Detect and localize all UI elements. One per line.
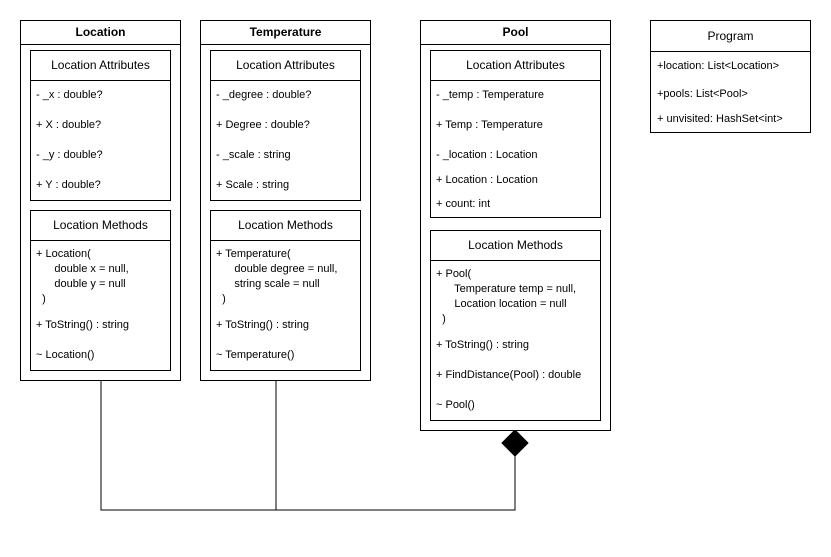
pool-method: Location location = null: [436, 298, 567, 310]
pool-methods-box: Location Methods + Pool( Temperature tem…: [430, 230, 601, 421]
temperature-method: ): [216, 293, 226, 305]
temperature-method: double degree = null,: [216, 263, 338, 275]
location-connector-line: [100, 380, 516, 511]
location-method: ~ Location(): [36, 349, 95, 361]
pool-methods-header: Location Methods: [431, 231, 600, 261]
temperature-methods-box: Location Methods + Temperature( double d…: [210, 210, 361, 371]
temperature-attributes-box: Location Attributes - _degree : double? …: [210, 50, 361, 201]
location-attributes-header: Location Attributes: [31, 51, 170, 81]
temperature-attributes-header: Location Attributes: [211, 51, 360, 81]
location-method: ): [36, 293, 46, 305]
pool-attribute: - _temp : Temperature: [436, 89, 545, 101]
pool-method: + Pool(: [436, 268, 472, 280]
location-method: double x = null,: [36, 263, 129, 275]
pool-method: + FindDistance(Pool) : double: [436, 369, 582, 381]
pool-class: Pool Location Attributes - _temp : Tempe…: [420, 20, 611, 431]
pool-method: + ToString() : string: [436, 339, 530, 351]
program-class-title: Program: [651, 21, 810, 52]
location-attribute: - _x : double?: [36, 89, 103, 101]
pool-attribute: - _location : Location: [436, 149, 538, 161]
location-attribute: - _y : double?: [36, 149, 103, 161]
temperature-attribute: - _degree : double?: [216, 89, 312, 101]
temperature-method: ~ Temperature(): [216, 349, 295, 361]
program-field: +pools: List<Pool>: [657, 88, 748, 100]
pool-attributes-box: Location Attributes - _temp : Temperatur…: [430, 50, 601, 218]
location-attribute: + X : double?: [36, 119, 102, 131]
location-methods-box: Location Methods + Location( double x = …: [30, 210, 171, 371]
temperature-method: + Temperature(: [216, 248, 291, 260]
location-attribute: + Y : double?: [36, 179, 101, 191]
program-field: +location: List<Location>: [657, 60, 780, 72]
temperature-method: string scale = null: [216, 278, 320, 290]
location-attributes-box: Location Attributes - _x : double? + X :…: [30, 50, 171, 201]
temperature-attribute: - _scale : string: [216, 149, 291, 161]
location-methods-header: Location Methods: [31, 211, 170, 241]
pool-attribute: + Temp : Temperature: [436, 119, 543, 131]
pool-method: ~ Pool(): [436, 399, 475, 411]
pool-attribute: + count: int: [436, 198, 491, 210]
location-method: double y = null: [36, 278, 126, 290]
temperature-class: Temperature Location Attributes - _degre…: [200, 20, 371, 381]
location-class: Location Location Attributes - _x : doub…: [20, 20, 181, 381]
temperature-method: + ToString() : string: [216, 319, 310, 331]
program-class: Program +location: List<Location> +pools…: [650, 20, 811, 133]
pool-class-title: Pool: [421, 21, 610, 45]
temperature-class-title: Temperature: [201, 21, 370, 45]
temperature-attribute: + Scale : string: [216, 179, 290, 191]
temperature-attribute: + Degree : double?: [216, 119, 310, 131]
temperature-methods-header: Location Methods: [211, 211, 360, 241]
program-field: + unvisited: HashSet<int>: [657, 113, 783, 125]
pool-attribute: + Location : Location: [436, 174, 538, 186]
pool-method: Temperature temp = null,: [436, 283, 577, 295]
location-method: + Location(: [36, 248, 91, 260]
pool-method: ): [436, 313, 446, 325]
location-class-title: Location: [21, 21, 180, 45]
location-method: + ToString() : string: [36, 319, 130, 331]
pool-attributes-header: Location Attributes: [431, 51, 600, 81]
composition-diamond-icon: [501, 429, 529, 457]
